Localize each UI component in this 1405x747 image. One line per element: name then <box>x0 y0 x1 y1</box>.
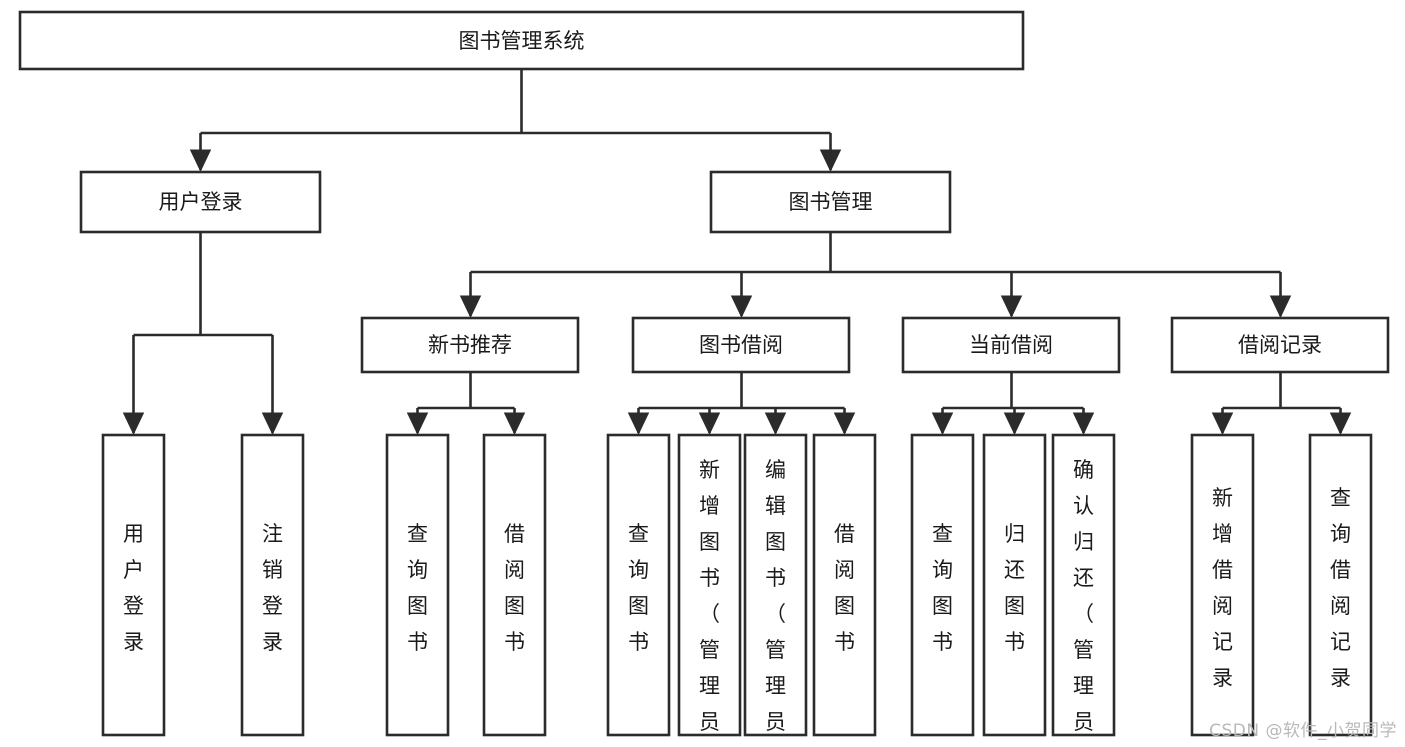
node-user-login-box[interactable] <box>79 170 322 234</box>
leaf-query-book-cur[interactable]: 查询图书 <box>910 433 975 737</box>
leaf-add-borrow-record[interactable]: 新增借阅记录 <box>1190 433 1255 737</box>
leaf-query-book-cur-box[interactable] <box>910 433 975 737</box>
node-current-borrow-label: 当前借阅 <box>969 333 1053 357</box>
node-book-manage-label: 图书管理 <box>789 190 873 214</box>
leaf-logout-box[interactable] <box>240 433 305 737</box>
node-root-box[interactable] <box>18 10 1025 71</box>
leaf-borrow-book-rec[interactable]: 借阅图书 <box>482 433 547 737</box>
connector-layer <box>122 69 1352 435</box>
leaf-user-login-box[interactable] <box>101 433 166 737</box>
csdn-watermark: CSDN @软件_小贺同学 <box>1209 721 1397 741</box>
leaf-return-book-box[interactable] <box>982 433 1047 737</box>
node-book-manage[interactable]: 图书管理 <box>709 170 952 234</box>
node-current-borrow[interactable]: 当前借阅 <box>901 316 1121 374</box>
node-book-borrow-box[interactable] <box>631 316 851 374</box>
leaf-add-borrow-record-box[interactable] <box>1190 433 1255 737</box>
leaf-borrow-book-brw-label: 借阅图书 <box>834 522 855 654</box>
node-root-label: 图书管理系统 <box>459 29 585 53</box>
node-borrow-record-label: 借阅记录 <box>1238 333 1322 357</box>
node-current-borrow-box[interactable] <box>901 316 1121 374</box>
leaf-logout[interactable]: 注销登录 <box>240 433 305 737</box>
leaf-query-book-rec[interactable]: 查询图书 <box>385 433 450 737</box>
leaf-query-book-brw-box[interactable] <box>606 433 671 737</box>
leaf-borrow-book-brw-box[interactable] <box>812 433 877 737</box>
leaf-user-login[interactable]: 用户登录 <box>101 433 166 737</box>
node-book-borrow[interactable]: 图书借阅 <box>631 316 851 374</box>
leaf-borrow-book-rec-box[interactable] <box>482 433 547 737</box>
node-new-book-recommend[interactable]: 新书推荐 <box>360 316 580 374</box>
leaf-add-book-admin-label: 新增图书（管理员） <box>699 458 720 747</box>
leaf-borrow-book-rec-label: 借阅图书 <box>504 522 525 654</box>
leaf-return-book[interactable]: 归还图书 <box>982 433 1047 737</box>
leaf-query-borrow-record-box[interactable] <box>1308 433 1373 737</box>
node-book-manage-box[interactable] <box>709 170 952 234</box>
leaf-query-book-cur-label: 查询图书 <box>932 522 953 654</box>
leaf-query-borrow-record-label: 查询借阅记录 <box>1330 486 1351 690</box>
leaf-confirm-return-admin-box[interactable] <box>1051 433 1116 737</box>
leaf-logout-label: 注销登录 <box>262 522 283 654</box>
leaf-add-book-admin[interactable]: 新增图书（管理员） <box>677 433 742 747</box>
node-book-borrow-label: 图书借阅 <box>699 333 783 357</box>
leaf-edit-book-admin-box[interactable] <box>743 433 808 737</box>
node-new-book-recommend-label: 新书推荐 <box>428 333 512 357</box>
node-user-login-label: 用户登录 <box>159 190 243 214</box>
node-borrow-record[interactable]: 借阅记录 <box>1170 316 1390 374</box>
leaf-query-book-rec-box[interactable] <box>385 433 450 737</box>
node-user-login[interactable]: 用户登录 <box>79 170 322 234</box>
leaf-confirm-return-admin-label: 确认归还（管理员） <box>1073 458 1094 747</box>
leaf-confirm-return-admin[interactable]: 确认归还（管理员） <box>1051 433 1116 747</box>
leaf-query-book-brw-label: 查询图书 <box>628 522 649 654</box>
leaf-user-login-label: 用户登录 <box>123 522 144 654</box>
node-borrow-record-box[interactable] <box>1170 316 1390 374</box>
leaf-query-book-brw[interactable]: 查询图书 <box>606 433 671 737</box>
leaf-add-borrow-record-label: 新增借阅记录 <box>1212 486 1233 690</box>
leaf-add-book-admin-box[interactable] <box>677 433 742 737</box>
leaf-borrow-book-brw[interactable]: 借阅图书 <box>812 433 877 737</box>
node-new-book-recommend-box[interactable] <box>360 316 580 374</box>
node-root[interactable]: 图书管理系统 <box>18 10 1025 71</box>
leaf-return-book-label: 归还图书 <box>1004 522 1025 654</box>
leaf-query-book-rec-label: 查询图书 <box>407 522 428 654</box>
leaf-edit-book-admin[interactable]: 编辑图书（管理员） <box>743 433 808 747</box>
leaf-query-borrow-record[interactable]: 查询借阅记录 <box>1308 433 1373 737</box>
